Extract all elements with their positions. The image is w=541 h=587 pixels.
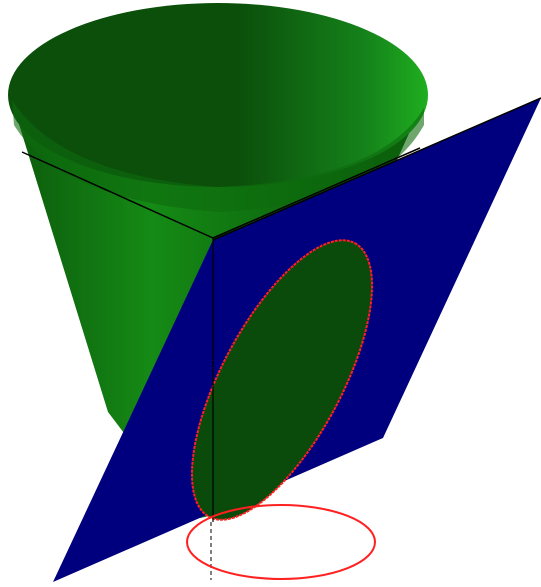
cone-top-ellipse [8,3,428,187]
cone-edge-line-right [212,147,421,239]
cone-edge-line-left [21,151,214,239]
cone-rim-shade [12,100,424,212]
plane-top-edge [212,97,541,241]
intersection-ellipse [190,239,374,521]
projection-ellipse [186,504,376,580]
